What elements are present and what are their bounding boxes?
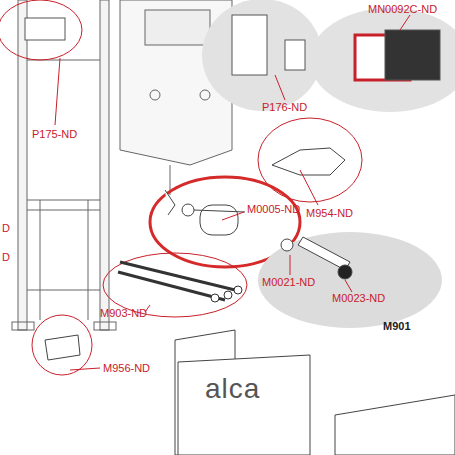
part-callout: M0005-ND [247,203,300,215]
part-callout: M0023-ND [332,292,385,304]
part-callout: P175-ND [32,128,77,140]
part-callout: MN0092C-ND [368,3,437,15]
cut-callout: D [2,251,10,263]
part-callout: M0021-ND [262,276,315,288]
cut-callout: D [2,222,10,234]
part-callout: M954-ND [306,207,353,219]
part-callout: M903-ND [100,307,147,319]
part-callout: P176-ND [262,101,307,113]
logo-text: alca [205,374,260,404]
part-callout: M956-ND [103,362,150,374]
part-callout: M901 [383,320,411,332]
